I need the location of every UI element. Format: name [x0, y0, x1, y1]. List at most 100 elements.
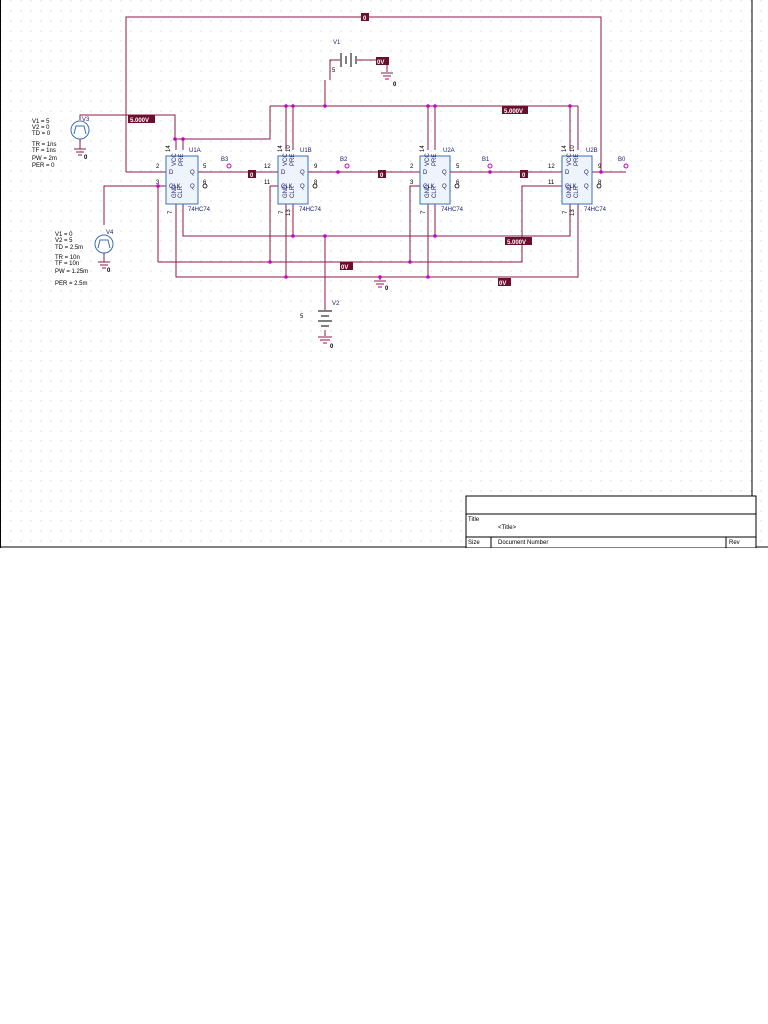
v1-ground-symbol: 0 [381, 72, 397, 88]
junction-dot [599, 170, 603, 174]
pin-q-number: 5 [456, 164, 460, 170]
v2-value-label: 5 [300, 314, 304, 320]
chip-body [277, 155, 309, 205]
pin-clk-number: 11 [548, 180, 555, 186]
pulse-wave-icon [97, 239, 111, 249]
output-b3[interactable]: B3 [221, 157, 232, 169]
v1-battery[interactable]: V1 5 [332, 40, 357, 74]
junction-dot [291, 104, 295, 108]
chip-part-label: 74HC74 [299, 207, 322, 213]
junction-dot [284, 275, 288, 279]
output-b2[interactable]: B2 [340, 157, 350, 169]
junction-dot [181, 137, 185, 141]
pin-name: PRE [179, 154, 185, 166]
junction-dot [156, 184, 160, 188]
v4-param: PW = 1.25m [55, 269, 88, 275]
output-port-icon [487, 163, 493, 169]
u1a-vcc-wire [175, 106, 271, 150]
probe-v1-rail[interactable]: 0V [376, 57, 389, 66]
clk-bus-right [410, 185, 562, 263]
probe-vcc-rail[interactable]: 5.000V [502, 106, 528, 115]
probe-top-feedback[interactable]: 0 [361, 13, 369, 22]
probe-tag-bg [520, 170, 528, 178]
pin-name: PRE [574, 154, 580, 166]
output-b1[interactable]: B1 [482, 157, 493, 169]
v4-ground-label: 0 [107, 268, 111, 274]
schematic-canvas: V1 5 0 V3 0 V1 = 5 V2 = 0 TD = 0 TR = 1n… [0, 0, 768, 549]
pin-name: CLR [290, 185, 296, 198]
v4-param: V1 = 0 [55, 232, 73, 238]
probe-tag-text: 0 [380, 173, 384, 179]
output-label: B2 [340, 157, 348, 163]
pin-gnd-number: 7 [563, 210, 569, 214]
chip-u2b[interactable]: U2B 74HC74 12 11 9 8 14 10 7 13 VCC PRE … [548, 145, 607, 216]
pin-name: VCC [567, 153, 573, 166]
pin-qn-number: 8 [314, 180, 318, 186]
v4-source[interactable]: V4 0 [94, 230, 114, 274]
pin-name: Q [442, 170, 447, 176]
pin-d-number: 12 [264, 164, 271, 170]
probe-tag-text: 0V [341, 265, 348, 271]
v2-ground-label: 0 [330, 344, 334, 350]
chip-body [561, 155, 593, 205]
grid-background [0, 0, 768, 548]
pin-name: GND [283, 184, 289, 198]
junction-group [156, 104, 603, 279]
v4-source-circle [94, 234, 114, 254]
junction-dot [408, 260, 412, 264]
probe-mid-gnd[interactable]: 0V [340, 262, 353, 271]
output-port-icon [344, 163, 350, 169]
junction-dot [291, 234, 295, 238]
pin-name: CLR [574, 185, 580, 198]
probe-clr-rail[interactable]: 5.000V [505, 237, 532, 246]
pin-name: CLK [423, 184, 435, 190]
v3-param: TF = 1ns [32, 148, 56, 154]
probe-q1[interactable]: 0 [248, 170, 256, 179]
output-b0[interactable]: B0 [618, 157, 629, 169]
probe-v3-node[interactable]: 5.000V [128, 115, 155, 124]
pin-name: GND [172, 184, 178, 198]
pin-clr-number: 13 [286, 209, 292, 216]
v2-battery[interactable]: V2 5 0 [300, 301, 340, 350]
junction-dot [426, 104, 430, 108]
probe-tag-bg [502, 106, 528, 114]
pin-name: Q [300, 184, 305, 190]
junction-dot [323, 234, 327, 238]
mid-ground-label: 0 [385, 286, 389, 292]
chip-u1a[interactable]: U1A 74HC74 2 3 5 6 14 7 VCC PRE D Q CLK … [156, 145, 211, 214]
clr-rail-wire [182, 200, 571, 237]
output-label: B0 [618, 157, 626, 163]
pin-name: Q [190, 184, 195, 190]
v4-param: PER = 2.5m [55, 281, 88, 287]
pin-name: CLK [565, 184, 577, 190]
junction-dot [568, 104, 572, 108]
junction-dot [323, 104, 327, 108]
rev-label: Rev [729, 540, 740, 546]
v1-value-label: 5 [332, 68, 336, 74]
junction-dot [173, 137, 177, 141]
output-port-icon [226, 163, 232, 169]
pin-name: CLK [169, 184, 181, 190]
chip-body [419, 155, 451, 205]
pin-name: D [565, 170, 570, 176]
junction-dot [268, 260, 272, 264]
chip-u2a[interactable]: U2A 74HC74 2 3 5 6 14 7 VCC PRE D Q CLK … [410, 145, 464, 214]
v3-source[interactable]: V3 0 [70, 117, 90, 161]
pin-name: D [423, 170, 428, 176]
v3-params: V1 = 5 V2 = 0 TD = 0 TR = 1ns TF = 1ns P… [32, 119, 57, 169]
probe-tag-text: 0 [250, 173, 254, 179]
chip-u1b[interactable]: U1B 74HC74 12 11 9 8 14 10 7 13 VCC PRE … [264, 145, 322, 216]
probe-q2[interactable]: 0 [378, 170, 386, 179]
pin-gnd-number: 7 [279, 210, 285, 214]
pin-gnd-number: 7 [168, 210, 174, 214]
v4-clk-wire [103, 185, 166, 225]
chip-part-label: 74HC74 [441, 207, 464, 213]
v3-wire [79, 114, 176, 139]
pin-qn-number: 6 [203, 180, 207, 186]
v4-param: TF = 10n [55, 261, 79, 267]
pin-qn-number: 8 [598, 180, 602, 186]
probe-q3[interactable]: 0 [520, 170, 528, 179]
v4-param: TD = 2.5m [55, 245, 83, 251]
pin-name: VCC [172, 153, 178, 166]
probe-bottom-gnd[interactable]: 0V [498, 278, 511, 287]
